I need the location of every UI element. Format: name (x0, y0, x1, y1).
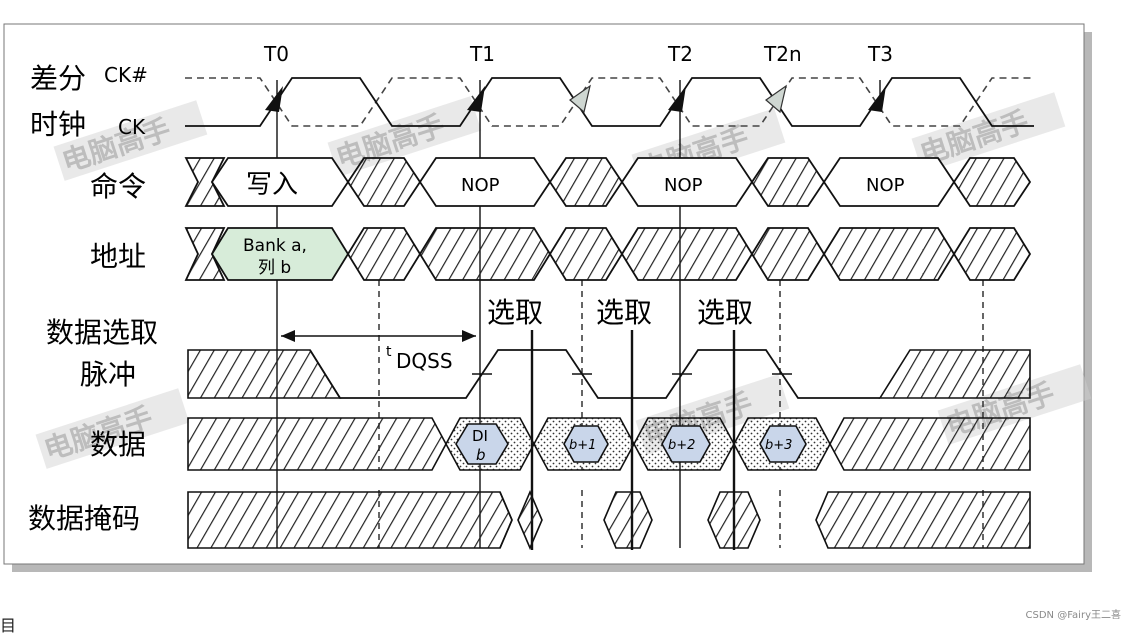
label-address: 地址 (90, 240, 146, 273)
strobe-label-2: 选取 (596, 296, 652, 329)
strobe-labels: 选取 选取 选取 (487, 296, 753, 329)
command-nop-1: NOP (461, 175, 500, 196)
timepoint-t1: T1 (469, 42, 495, 66)
strobe-label-1: 选取 (487, 296, 543, 329)
dqs-row (187, 349, 1031, 399)
strobe-label-3: 选取 (697, 296, 753, 329)
command-nop-3: NOP (866, 175, 905, 196)
data-word-1: b+1 (569, 438, 596, 453)
tdqss-right-arrow-icon (462, 330, 476, 342)
diagram-border (3, 23, 1085, 565)
label-ck-hash: CK# (104, 63, 148, 87)
label-dm: 数据掩码 (28, 502, 140, 535)
data-word-3: b+3 (765, 438, 792, 453)
timepoint-t2n: T2n (763, 42, 802, 66)
clock-edge-arrows (265, 84, 886, 114)
label-clock: 时钟 (30, 108, 86, 141)
timepoint-labels: T0 T1 T2 T2n T3 (263, 42, 893, 66)
data-word-0-line1: DI (472, 427, 488, 445)
arrow-t2-icon (668, 86, 686, 112)
command-nop-2: NOP (664, 175, 703, 196)
arrow-t1n-icon (569, 84, 591, 114)
timepoint-t2: T2 (667, 42, 693, 66)
tdqss-sub: DQSS (396, 349, 453, 373)
label-data: 数据 (90, 428, 146, 461)
label-diff: 差分 (30, 62, 86, 95)
row-labels: 差分 时钟 命令 地址 数据选取 脉冲 数据 数据掩码 (28, 62, 158, 535)
data-mask-row (187, 489, 1031, 551)
ck-waveform (185, 77, 1034, 127)
data-row (187, 417, 1031, 471)
page-fragment-text: 目 (0, 616, 17, 635)
clock-signal-labels: CK# CK (104, 63, 148, 139)
address-bank: Bank a, (243, 236, 307, 256)
data-word-0-line2: b (476, 446, 486, 464)
timepoint-t0: T0 (263, 42, 289, 66)
label-dqs-1: 数据选取 (46, 316, 158, 349)
command-write: 写入 (246, 170, 298, 200)
tdqss-left-arrow-icon (281, 330, 295, 342)
address-column: 列 b (258, 258, 291, 278)
csdn-credit: CSDN @Fairy王二喜 (1025, 610, 1121, 621)
arrow-t2n-icon (765, 84, 787, 114)
label-dqs-2: 脉冲 (80, 358, 136, 391)
label-ck: CK (118, 115, 146, 139)
timepoint-t3: T3 (867, 42, 893, 66)
ck-hash-waveform (185, 77, 1034, 127)
tdqss-annotation: t DQSS (281, 330, 476, 373)
command-row (184, 157, 1032, 207)
arrow-t1-icon (467, 86, 485, 112)
arrow-t3-icon (868, 86, 886, 112)
arrow-t0-icon (265, 86, 283, 112)
tdqss-t: t (386, 344, 392, 360)
address-row (184, 227, 1032, 281)
label-command: 命令 (90, 170, 146, 203)
data-word-2: b+2 (668, 438, 695, 453)
